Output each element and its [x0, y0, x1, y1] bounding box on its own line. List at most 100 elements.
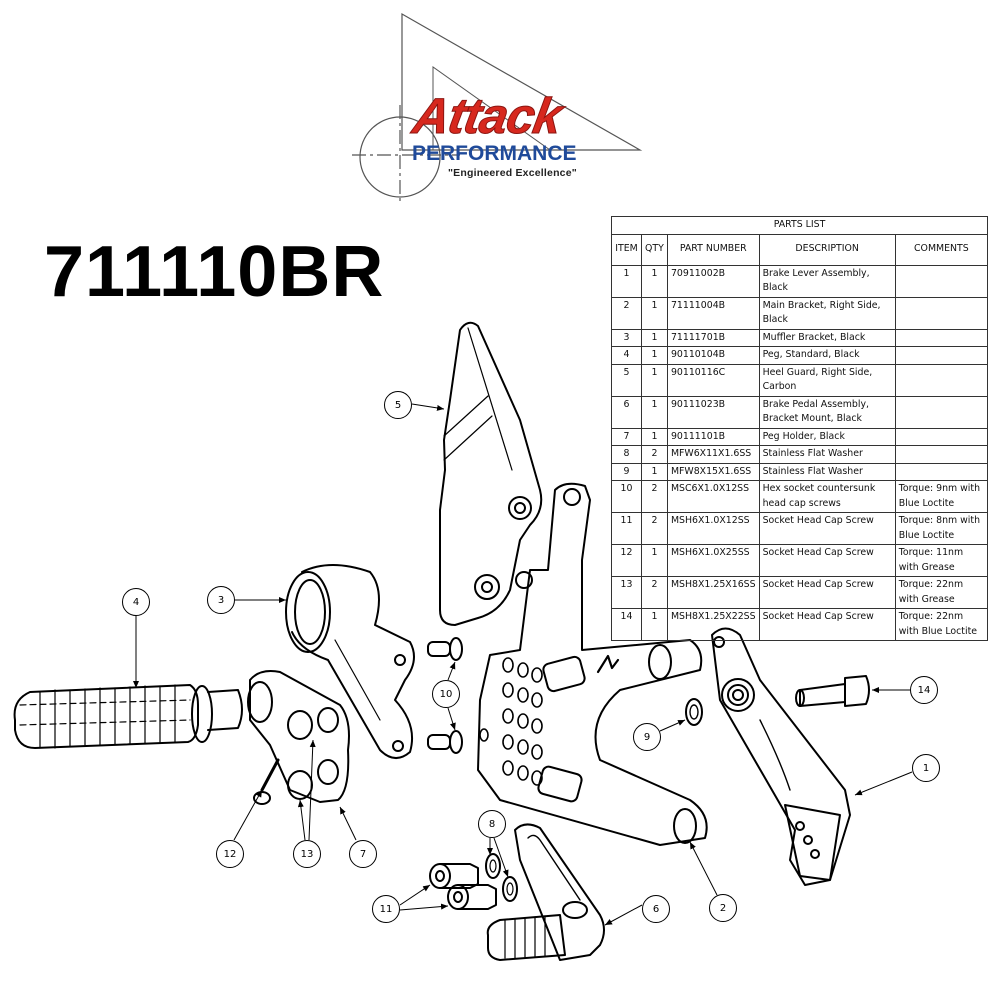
parts-list-table: PARTS LIST ITEM QTY PART NUMBER DESCRIPT…: [611, 216, 989, 641]
callout-balloon: 13: [293, 840, 321, 868]
qty-cell: 1: [640, 395, 668, 429]
callout-balloon: 10: [432, 680, 460, 708]
qty-cell: 1: [640, 544, 668, 577]
qty-cell: 2: [640, 576, 668, 609]
item-cell: 5: [611, 363, 642, 397]
muffler-bracket-part: [285, 564, 415, 759]
countersunk-screw-part: [427, 637, 463, 754]
part-number-cell: MSH6X1.0X25SS: [666, 544, 760, 577]
callout-balloon: 12: [216, 840, 244, 868]
qty-cell: 1: [640, 264, 668, 298]
callout-balloon: 9: [633, 723, 661, 751]
callout-balloon: 3: [207, 586, 235, 614]
item-cell: 4: [611, 346, 642, 365]
cap-screw-long-part: [795, 675, 870, 707]
callout-balloon: 6: [642, 895, 670, 923]
qty-cell: 1: [640, 296, 668, 330]
part-number-cell: 90110116C: [666, 363, 760, 397]
ap-logo-mark: [596, 654, 620, 674]
item-cell: 2: [611, 296, 642, 330]
item-cell: 13: [611, 576, 642, 609]
column-header-comments: COMMENTS: [894, 233, 989, 266]
qty-cell: 1: [640, 427, 668, 446]
part-number-cell: MFW6X11X1.6SS: [666, 445, 760, 464]
comments-cell: [894, 296, 989, 330]
heel-guard-part: [439, 321, 543, 626]
callout-balloon: 7: [349, 840, 377, 868]
item-cell: 10: [611, 480, 642, 513]
item-cell: 7: [611, 427, 642, 446]
part-number-cell: 71111004B: [666, 296, 760, 330]
comments-cell: Torque: 22nm with Blue Loctite: [894, 608, 989, 641]
main-bracket-part: [477, 482, 708, 846]
part-number-cell: MSH8X1.25X16SS: [666, 576, 760, 609]
description-cell: Heel Guard, Right Side, Carbon: [758, 363, 896, 397]
part-number-cell: 90111101B: [666, 427, 760, 446]
part-number-cell: MSH8X1.25X22SS: [666, 608, 760, 641]
description-cell: Hex socket countersunk head cap screws: [758, 480, 896, 513]
qty-cell: 1: [640, 328, 668, 347]
item-cell: 14: [611, 608, 642, 641]
description-cell: Main Bracket, Right Side, Black: [758, 296, 896, 330]
comments-cell: [894, 445, 989, 464]
part-number-cell: MFW8X15X1.6SS: [666, 462, 760, 481]
item-cell: 3: [611, 328, 642, 347]
callout-balloon: 2: [709, 894, 737, 922]
product-part-number: 711110BR: [44, 232, 385, 312]
qty-cell: 2: [640, 480, 668, 513]
foot-peg-part: [13, 684, 243, 749]
comments-cell: [894, 328, 989, 347]
comments-cell: [894, 462, 989, 481]
item-cell: 9: [611, 462, 642, 481]
small-washer-part: [485, 853, 518, 902]
column-header-item: ITEM: [611, 233, 642, 266]
part-number-cell: 71111701B: [666, 328, 760, 347]
description-cell: Muffler Bracket, Black: [758, 328, 896, 347]
logo-tagline: "Engineered Excellence": [448, 167, 577, 179]
description-cell: Stainless Flat Washer: [758, 462, 896, 481]
brake-lever-part: [711, 627, 851, 886]
comments-cell: [894, 363, 989, 397]
comments-cell: [894, 427, 989, 446]
peg-holder-part: [247, 670, 350, 805]
callout-balloon: 14: [910, 676, 938, 704]
description-cell: Socket Head Cap Screw: [758, 608, 896, 641]
callout-balloon: 1: [912, 754, 940, 782]
drafting-triangle-crosshair-icon: [352, 12, 643, 201]
column-header-description: DESCRIPTION: [758, 233, 896, 266]
qty-cell: 1: [640, 462, 668, 481]
column-header-qty: QTY: [640, 233, 668, 266]
description-cell: Peg Holder, Black: [758, 427, 896, 446]
comments-cell: [894, 346, 989, 365]
comments-cell: [894, 264, 989, 298]
part-number-cell: 90111023B: [666, 395, 760, 429]
qty-cell: 2: [640, 445, 668, 464]
comments-cell: [894, 395, 989, 429]
callout-balloon: 4: [122, 588, 150, 616]
item-cell: 8: [611, 445, 642, 464]
qty-cell: 2: [640, 512, 668, 545]
comments-cell: Torque: 9nm with Blue Loctite: [894, 480, 989, 513]
description-cell: Socket Head Cap Screw: [758, 512, 896, 545]
leader-lines: [133, 403, 913, 926]
comments-cell: Torque: 11nm with Grease: [894, 544, 989, 577]
qty-cell: 1: [640, 363, 668, 397]
part-number-cell: MSC6X1.0X12SS: [666, 480, 760, 513]
part-number-cell: MSH6X1.0X12SS: [666, 512, 760, 545]
description-cell: Brake Lever Assembly, Black: [758, 264, 896, 298]
qty-cell: 1: [640, 346, 668, 365]
washer-part: [685, 698, 703, 726]
brake-pedal-part: [486, 823, 605, 961]
part-number-cell: 70911002B: [666, 264, 760, 298]
